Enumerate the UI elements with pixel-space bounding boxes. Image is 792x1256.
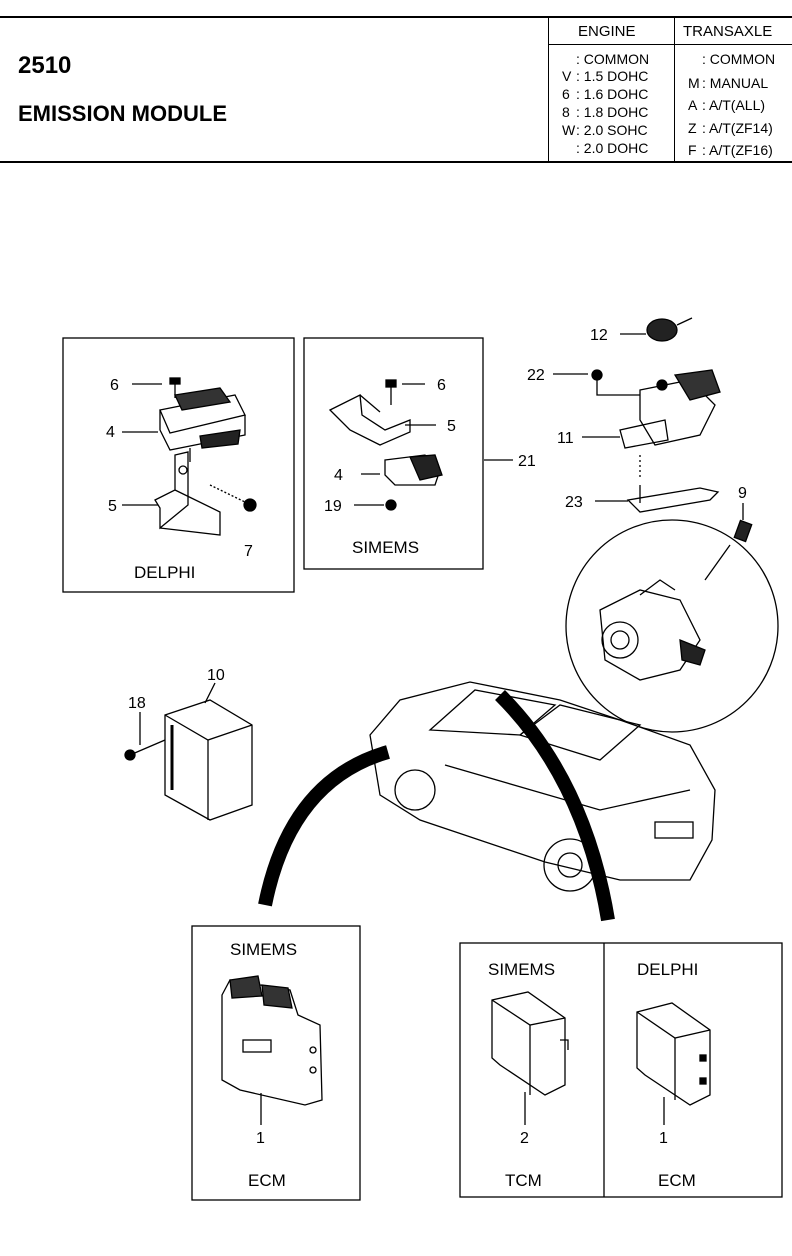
engine-row: V: 1.5 DOHC: [562, 68, 649, 84]
delphi-nut-7: [209, 484, 257, 512]
callout-9: 9: [738, 485, 747, 502]
simems-screw-6: [385, 379, 397, 405]
tcm-ecm-box: [459, 942, 783, 1198]
page-number: 2510: [18, 52, 72, 79]
control-module-10: [164, 699, 253, 821]
callout-21: 21: [518, 453, 536, 470]
delphi-sensor-caption: DELPHI: [134, 563, 195, 582]
engine-row: : COMMON: [576, 51, 650, 67]
ecm-unit-simems: [221, 975, 323, 1106]
ecm-simems-label: ECM: [248, 1171, 286, 1190]
vacuum-cap-12: [646, 317, 693, 342]
transaxle-row: F: A/T(ZF16): [688, 142, 773, 158]
transaxle-row: Z: A/T(ZF14): [688, 120, 773, 136]
simems-sensor-caption: SIMEMS: [352, 538, 419, 557]
tcm-unit: [491, 991, 569, 1096]
callout-10: 10: [207, 667, 225, 684]
table-divider-mid: [674, 17, 675, 161]
table-heading-rule: [548, 44, 792, 45]
engine-row: W: 2.0 SOHC: [562, 122, 648, 138]
ecm-location-arrow: [258, 745, 390, 907]
callout-6: 6: [110, 377, 119, 394]
callout-6: 6: [437, 377, 446, 394]
simems-map-sensor: [384, 454, 443, 486]
delphi-bracket: [154, 451, 221, 536]
callout-4: 4: [334, 467, 343, 484]
table-divider-left: [548, 17, 549, 161]
transaxle-row: M: MANUAL: [688, 75, 769, 91]
engine-row: : 2.0 DOHC: [576, 140, 649, 156]
callout-2: 2: [520, 1130, 529, 1147]
page-title: EMISSION MODULE: [18, 101, 228, 126]
callout-1: 1: [659, 1130, 668, 1147]
simems-nut-19: [385, 499, 397, 511]
tcm-simems-caption: SIMEMS: [488, 960, 555, 979]
delphi-screw-6: [169, 377, 181, 398]
callout-4: 4: [106, 424, 115, 441]
tcm-location-arrow: [495, 690, 615, 922]
simems-ecm-box: [191, 925, 361, 1201]
screw-18: [124, 739, 166, 761]
vehicle-illustration: [369, 681, 716, 892]
simems-bracket: [328, 393, 411, 446]
callout-12: 12: [590, 327, 608, 344]
ecm-delphi-label: ECM: [658, 1171, 696, 1190]
transaxle-row: A: A/T(ALL): [688, 97, 766, 113]
callout-1: 1: [256, 1130, 265, 1147]
transaxle-heading: TRANSAXLE: [683, 23, 773, 40]
callout-11: 11: [557, 430, 574, 447]
ecm-delphi-caption: DELPHI: [637, 960, 698, 979]
valve-9: [704, 503, 753, 581]
transaxle-row: : COMMON: [702, 51, 776, 67]
callout-18: 18: [128, 695, 146, 712]
ecm-simems-caption: SIMEMS: [230, 940, 297, 959]
callout-23: 23: [565, 494, 583, 511]
throttle-body-detail: [565, 519, 779, 733]
bracket-23: [626, 485, 720, 513]
delphi-sensor-box: [62, 337, 295, 593]
header-top-rule: [0, 16, 792, 18]
callout-5: 5: [447, 418, 456, 435]
delphi-map-sensor: [159, 387, 246, 462]
solenoid-valve-11: [619, 369, 721, 449]
callout-19: 19: [324, 498, 342, 515]
callout-22: 22: [527, 367, 545, 384]
callout-7: 7: [244, 543, 253, 560]
header-bottom-rule: [0, 161, 792, 163]
engine-row: 8: 1.8 DOHC: [562, 104, 649, 120]
nut-22: [591, 369, 603, 381]
callout-5: 5: [108, 498, 117, 515]
engine-row: 6: 1.6 DOHC: [562, 86, 649, 102]
engine-heading: ENGINE: [578, 23, 636, 40]
ecm-unit-delphi: [636, 1002, 711, 1106]
tcm-label: TCM: [505, 1171, 542, 1190]
simems-sensor-box: [303, 337, 484, 570]
